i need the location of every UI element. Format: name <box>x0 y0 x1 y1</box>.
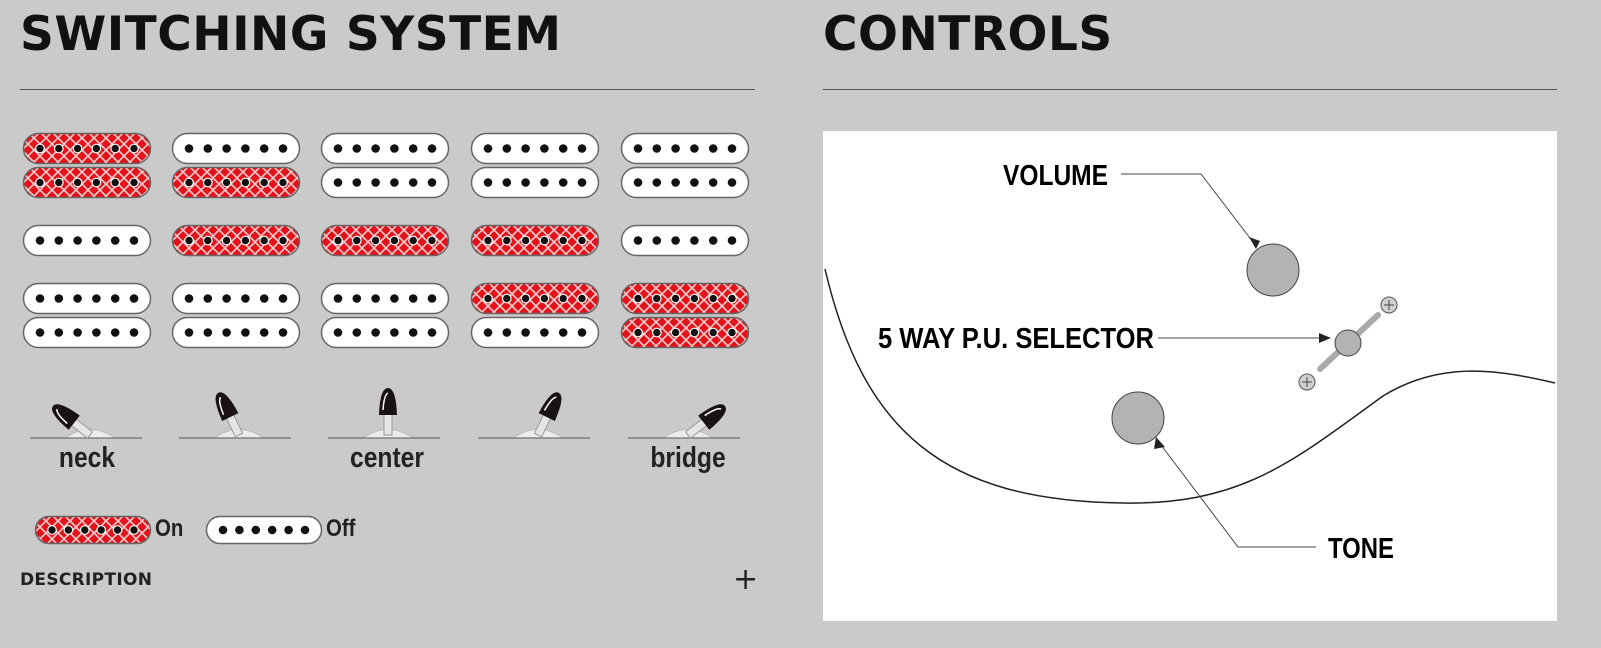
bridge-humbucker-coil-a-shape <box>620 282 750 315</box>
middle-single-coil-shape <box>320 224 450 257</box>
neck-humbucker-coil-b <box>620 166 750 199</box>
middle-single-coil-shape <box>620 224 750 257</box>
neck-humbucker-coil-a-shape <box>470 132 600 165</box>
neck-humbucker-coil-b-shape <box>620 166 750 199</box>
bridge-humbucker-coil-a <box>470 282 600 315</box>
legend-off-pickup-shape <box>205 515 323 545</box>
bridge-humbucker-coil-b-shape <box>620 316 750 349</box>
neck-humbucker-coil-a <box>320 132 450 165</box>
legend-on-label: On <box>155 515 184 542</box>
bridge-humbucker-coil-b <box>171 316 301 349</box>
selector-label: 5 WAY P.U. SELECTOR <box>878 323 1154 355</box>
switch-lever-position-3 <box>328 388 440 439</box>
neck-humbucker-coil-a <box>470 132 600 165</box>
switch-lever-position-1 <box>30 404 142 439</box>
bridge-humbucker-coil-a <box>171 282 301 315</box>
position-label-bridge: bridge <box>650 442 726 474</box>
switching-divider <box>20 89 755 90</box>
description-expand-button[interactable]: + <box>733 562 759 597</box>
switching-matrix <box>0 0 780 560</box>
position-label-neck: neck <box>58 442 116 474</box>
middle-single-coil-shape <box>171 224 301 257</box>
neck-humbucker-coil-a <box>22 132 152 165</box>
neck-humbucker-coil-b-shape <box>22 166 152 199</box>
tone-label: TONE <box>1328 533 1394 565</box>
middle-single-coil-shape <box>22 224 152 257</box>
neck-humbucker-coil-a-shape <box>620 132 750 165</box>
volume-label: VOLUME <box>1003 160 1108 192</box>
middle-single-coil <box>320 224 450 257</box>
controls-divider <box>823 89 1557 90</box>
neck-humbucker-coil-a-shape <box>171 132 301 165</box>
bridge-humbucker-coil-a-shape <box>171 282 301 315</box>
middle-single-coil <box>171 224 301 257</box>
switch-lever-position-2 <box>179 392 291 439</box>
neck-humbucker-coil-b <box>171 166 301 199</box>
neck-humbucker-coil-b <box>470 166 600 199</box>
bridge-humbucker-coil-a <box>320 282 450 315</box>
bridge-humbucker-coil-b-shape <box>171 316 301 349</box>
bridge-humbucker-coil-b <box>22 316 152 349</box>
neck-humbucker-coil-a-shape <box>22 132 152 165</box>
position-label-center: center <box>349 442 424 474</box>
neck-humbucker-coil-a <box>620 132 750 165</box>
volume-knob <box>1246 243 1300 297</box>
legend-off-label: Off <box>326 515 356 542</box>
controls-title: CONTROLS <box>823 7 1113 62</box>
bridge-humbucker-coil-b-shape <box>470 316 600 349</box>
neck-humbucker-coil-a <box>171 132 301 165</box>
legend-off-pickup <box>205 515 323 545</box>
bridge-humbucker-coil-b-shape <box>320 316 450 349</box>
guitar-body-outline <box>824 268 1556 504</box>
middle-single-coil <box>620 224 750 257</box>
bridge-humbucker-coil-b <box>620 316 750 349</box>
legend-on-pickup-shape <box>34 515 152 545</box>
switching-system-title: SWITCHING SYSTEM <box>20 7 562 62</box>
bridge-humbucker-coil-a-shape <box>470 282 600 315</box>
middle-single-coil <box>22 224 152 257</box>
switch-lever-position-5 <box>628 404 740 439</box>
bridge-humbucker-coil-a-shape <box>22 282 152 315</box>
bridge-humbucker-coil-a <box>620 282 750 315</box>
selector-switch-tip <box>1334 329 1362 357</box>
bridge-humbucker-coil-b <box>470 316 600 349</box>
neck-humbucker-coil-b <box>22 166 152 199</box>
middle-single-coil <box>470 224 600 257</box>
neck-humbucker-coil-a-shape <box>320 132 450 165</box>
bridge-humbucker-coil-a <box>22 282 152 315</box>
middle-single-coil-shape <box>470 224 600 257</box>
neck-humbucker-coil-b-shape <box>470 166 600 199</box>
neck-humbucker-coil-b-shape <box>320 166 450 199</box>
neck-humbucker-coil-b-shape <box>171 166 301 199</box>
bridge-humbucker-coil-b-shape <box>22 316 152 349</box>
controls-diagram: VOLUME 5 WAY P.U. SELECTOR TONE <box>823 131 1557 621</box>
bridge-humbucker-coil-a-shape <box>320 282 450 315</box>
bridge-humbucker-coil-b <box>320 316 450 349</box>
tone-knob <box>1111 391 1165 445</box>
switch-lever-position-4 <box>478 392 590 439</box>
neck-humbucker-coil-b <box>320 166 450 199</box>
description-label[interactable]: DESCRIPTION <box>20 570 153 590</box>
legend-on-pickup <box>34 515 152 545</box>
